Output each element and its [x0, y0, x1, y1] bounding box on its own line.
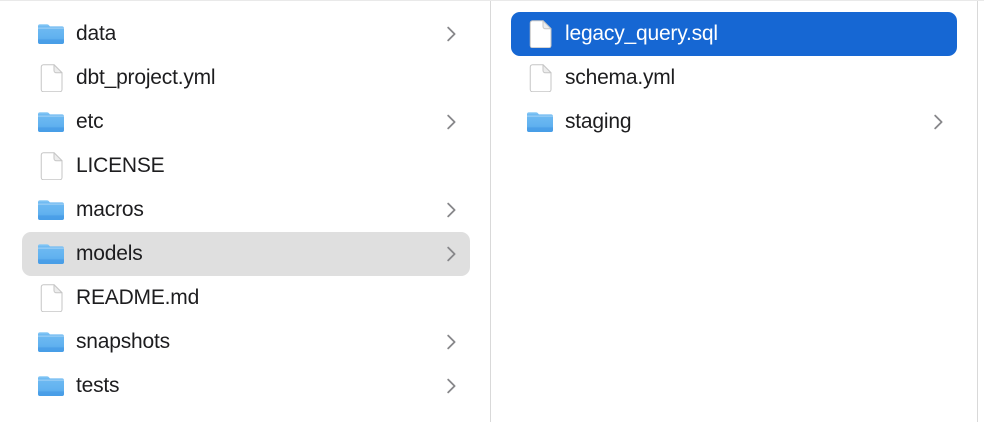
- folder-icon: [37, 108, 65, 136]
- folder-icon: [37, 328, 65, 356]
- finder-column-left: data dbt_project.yml: [0, 1, 490, 422]
- item-label: macros: [76, 198, 144, 221]
- document-icon: [37, 152, 65, 180]
- folder-icon: [37, 372, 65, 400]
- chevron-right-icon: [447, 26, 456, 42]
- list-item[interactable]: etc: [22, 100, 470, 144]
- item-label: README.md: [76, 286, 200, 309]
- folder-icon: [37, 20, 65, 48]
- item-label: schema.yml: [565, 66, 676, 89]
- item-label: snapshots: [76, 330, 170, 353]
- folder-icon: [37, 240, 65, 268]
- item-label: models: [76, 242, 143, 265]
- item-label: tests: [76, 374, 120, 397]
- list-item[interactable]: models: [22, 232, 470, 276]
- list-item[interactable]: staging: [511, 100, 957, 144]
- document-icon: [526, 20, 554, 48]
- finder-column-right: legacy_query.sql schema.yml: [491, 1, 977, 422]
- column-divider[interactable]: [490, 1, 491, 422]
- list-item[interactable]: macros: [22, 188, 470, 232]
- list-item[interactable]: legacy_query.sql: [511, 12, 957, 56]
- list-item[interactable]: LICENSE: [22, 144, 470, 188]
- list-item[interactable]: snapshots: [22, 320, 470, 364]
- list-item[interactable]: dbt_project.yml: [22, 56, 470, 100]
- item-label: dbt_project.yml: [76, 66, 216, 89]
- list-item[interactable]: README.md: [22, 276, 470, 320]
- chevron-right-icon: [447, 378, 456, 394]
- list-item[interactable]: data: [22, 12, 470, 56]
- folder-icon: [526, 108, 554, 136]
- chevron-right-icon: [447, 246, 456, 262]
- chevron-right-icon: [447, 334, 456, 350]
- chevron-right-icon: [934, 114, 943, 130]
- next-column-sliver: [978, 1, 984, 422]
- list-item[interactable]: tests: [22, 364, 470, 408]
- item-label: staging: [565, 110, 632, 133]
- folder-icon: [37, 196, 65, 224]
- item-label: data: [76, 22, 117, 45]
- document-icon: [37, 284, 65, 312]
- item-label: etc: [76, 110, 104, 133]
- column-divider[interactable]: [977, 1, 978, 422]
- document-icon: [526, 64, 554, 92]
- chevron-right-icon: [447, 114, 456, 130]
- chevron-right-icon: [447, 202, 456, 218]
- item-label: legacy_query.sql: [565, 22, 718, 45]
- item-label: LICENSE: [76, 154, 165, 177]
- document-icon: [37, 64, 65, 92]
- list-item[interactable]: schema.yml: [511, 56, 957, 100]
